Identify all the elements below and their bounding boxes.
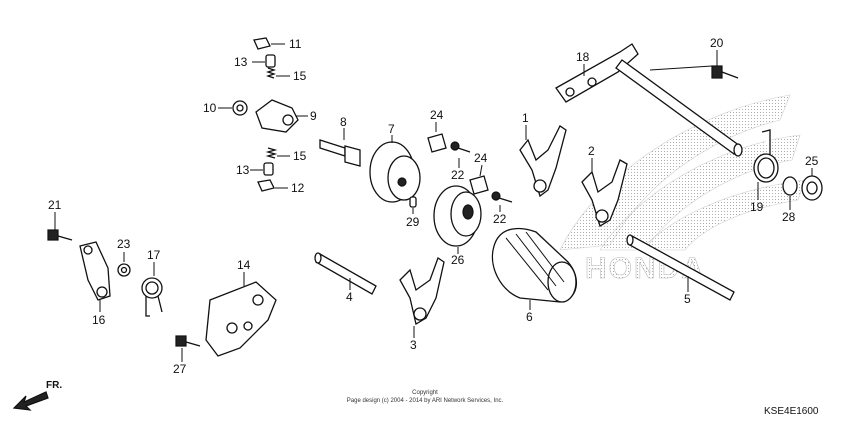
callout-27[interactable]: 27: [173, 362, 187, 376]
callout-22-lower[interactable]: 22: [493, 212, 507, 226]
callout-24-upper[interactable]: 24: [430, 108, 444, 122]
callout-12[interactable]: 12: [291, 181, 305, 195]
callout-9[interactable]: 9: [310, 109, 317, 123]
part-5-fork-shaft[interactable]: [626, 234, 735, 301]
copyright-line-1: Copyright: [412, 390, 438, 396]
callout-17[interactable]: 17: [147, 248, 161, 262]
callout-23[interactable]: 23: [117, 237, 131, 251]
callout-26[interactable]: 26: [451, 253, 465, 267]
part-2-shift-fork[interactable]: [581, 158, 628, 227]
part-28-circlip[interactable]: [782, 176, 798, 210]
part-26-bearing[interactable]: [433, 185, 482, 254]
callout-13-upper[interactable]: 13: [234, 55, 248, 69]
part-17-spring[interactable]: [141, 262, 163, 317]
part-27-bolt[interactable]: [175, 335, 201, 362]
front-label: FR.: [46, 380, 62, 391]
part-13-lower[interactable]: [250, 162, 274, 176]
copyright-line-2: Page design (c) 2004 - 2014 by ARI Netwo…: [347, 398, 504, 404]
part-8-bolt[interactable]: [319, 128, 361, 167]
callout-2[interactable]: 2: [588, 144, 595, 158]
part-24-upper-plate[interactable]: [427, 122, 447, 153]
callout-29[interactable]: 29: [406, 215, 420, 229]
part-19-return-spring[interactable]: [753, 129, 779, 200]
part-11-cap[interactable]: [253, 37, 285, 50]
part-22-lower-bolt[interactable]: [491, 191, 513, 212]
callout-20[interactable]: 20: [710, 36, 724, 50]
part-24-lower-plate[interactable]: [469, 164, 489, 195]
callout-5[interactable]: 5: [684, 292, 691, 306]
callout-28[interactable]: 28: [782, 210, 796, 224]
part-15-upper-spring[interactable]: [265, 67, 290, 79]
part-25-washer[interactable]: [801, 168, 823, 201]
callout-1[interactable]: 1: [522, 111, 529, 125]
diagram-code: KSE4E1600: [764, 406, 819, 417]
callout-25[interactable]: 25: [805, 154, 819, 168]
part-21-bolt[interactable]: [47, 212, 73, 241]
callout-15-lower[interactable]: 15: [293, 149, 307, 163]
part-22-upper-bolt[interactable]: [450, 141, 471, 168]
part-1-shift-fork[interactable]: [519, 125, 567, 198]
callout-18[interactable]: 18: [576, 50, 590, 64]
part-20-bolt[interactable]: [649, 50, 739, 79]
callout-7[interactable]: 7: [388, 122, 395, 136]
part-12-cap[interactable]: [257, 179, 288, 192]
callout-19[interactable]: 19: [750, 200, 764, 214]
callout-11[interactable]: 11: [289, 37, 302, 51]
part-15-lower-spring[interactable]: [265, 147, 290, 159]
callout-3[interactable]: 3: [410, 338, 417, 352]
part-18-gearshift-spindle[interactable]: [555, 43, 743, 157]
callout-14[interactable]: 14: [237, 258, 251, 272]
callout-16[interactable]: 16: [92, 313, 106, 327]
part-13-upper[interactable]: [252, 54, 276, 68]
callout-24-lower[interactable]: 24: [474, 151, 488, 165]
part-9-stopper-arm[interactable]: [255, 99, 308, 133]
callout-8[interactable]: 8: [340, 115, 347, 129]
callout-10[interactable]: 10: [203, 101, 217, 115]
front-direction-indicator: FR.: [12, 380, 62, 411]
part-14-guide-plate[interactable]: [205, 272, 277, 357]
callout-21[interactable]: 21: [48, 198, 62, 212]
part-10-nut[interactable]: [218, 100, 248, 116]
part-6-shift-drum[interactable]: [491, 227, 578, 310]
part-23-washer[interactable]: [117, 252, 131, 277]
part-7-shift-drum-cam[interactable]: [369, 135, 421, 203]
callout-6[interactable]: 6: [526, 310, 533, 324]
front-arrow-icon: [12, 391, 49, 411]
part-29-pin[interactable]: [409, 196, 417, 214]
callout-22-upper[interactable]: 22: [451, 168, 465, 182]
part-3-shift-fork[interactable]: [399, 257, 445, 338]
part-4-fork-shaft[interactable]: [314, 252, 377, 295]
part-16-link-arm[interactable]: [79, 241, 111, 312]
callout-4[interactable]: 4: [346, 290, 353, 304]
callout-13-lower[interactable]: 13: [236, 163, 250, 177]
callout-15-upper[interactable]: 15: [293, 69, 307, 83]
